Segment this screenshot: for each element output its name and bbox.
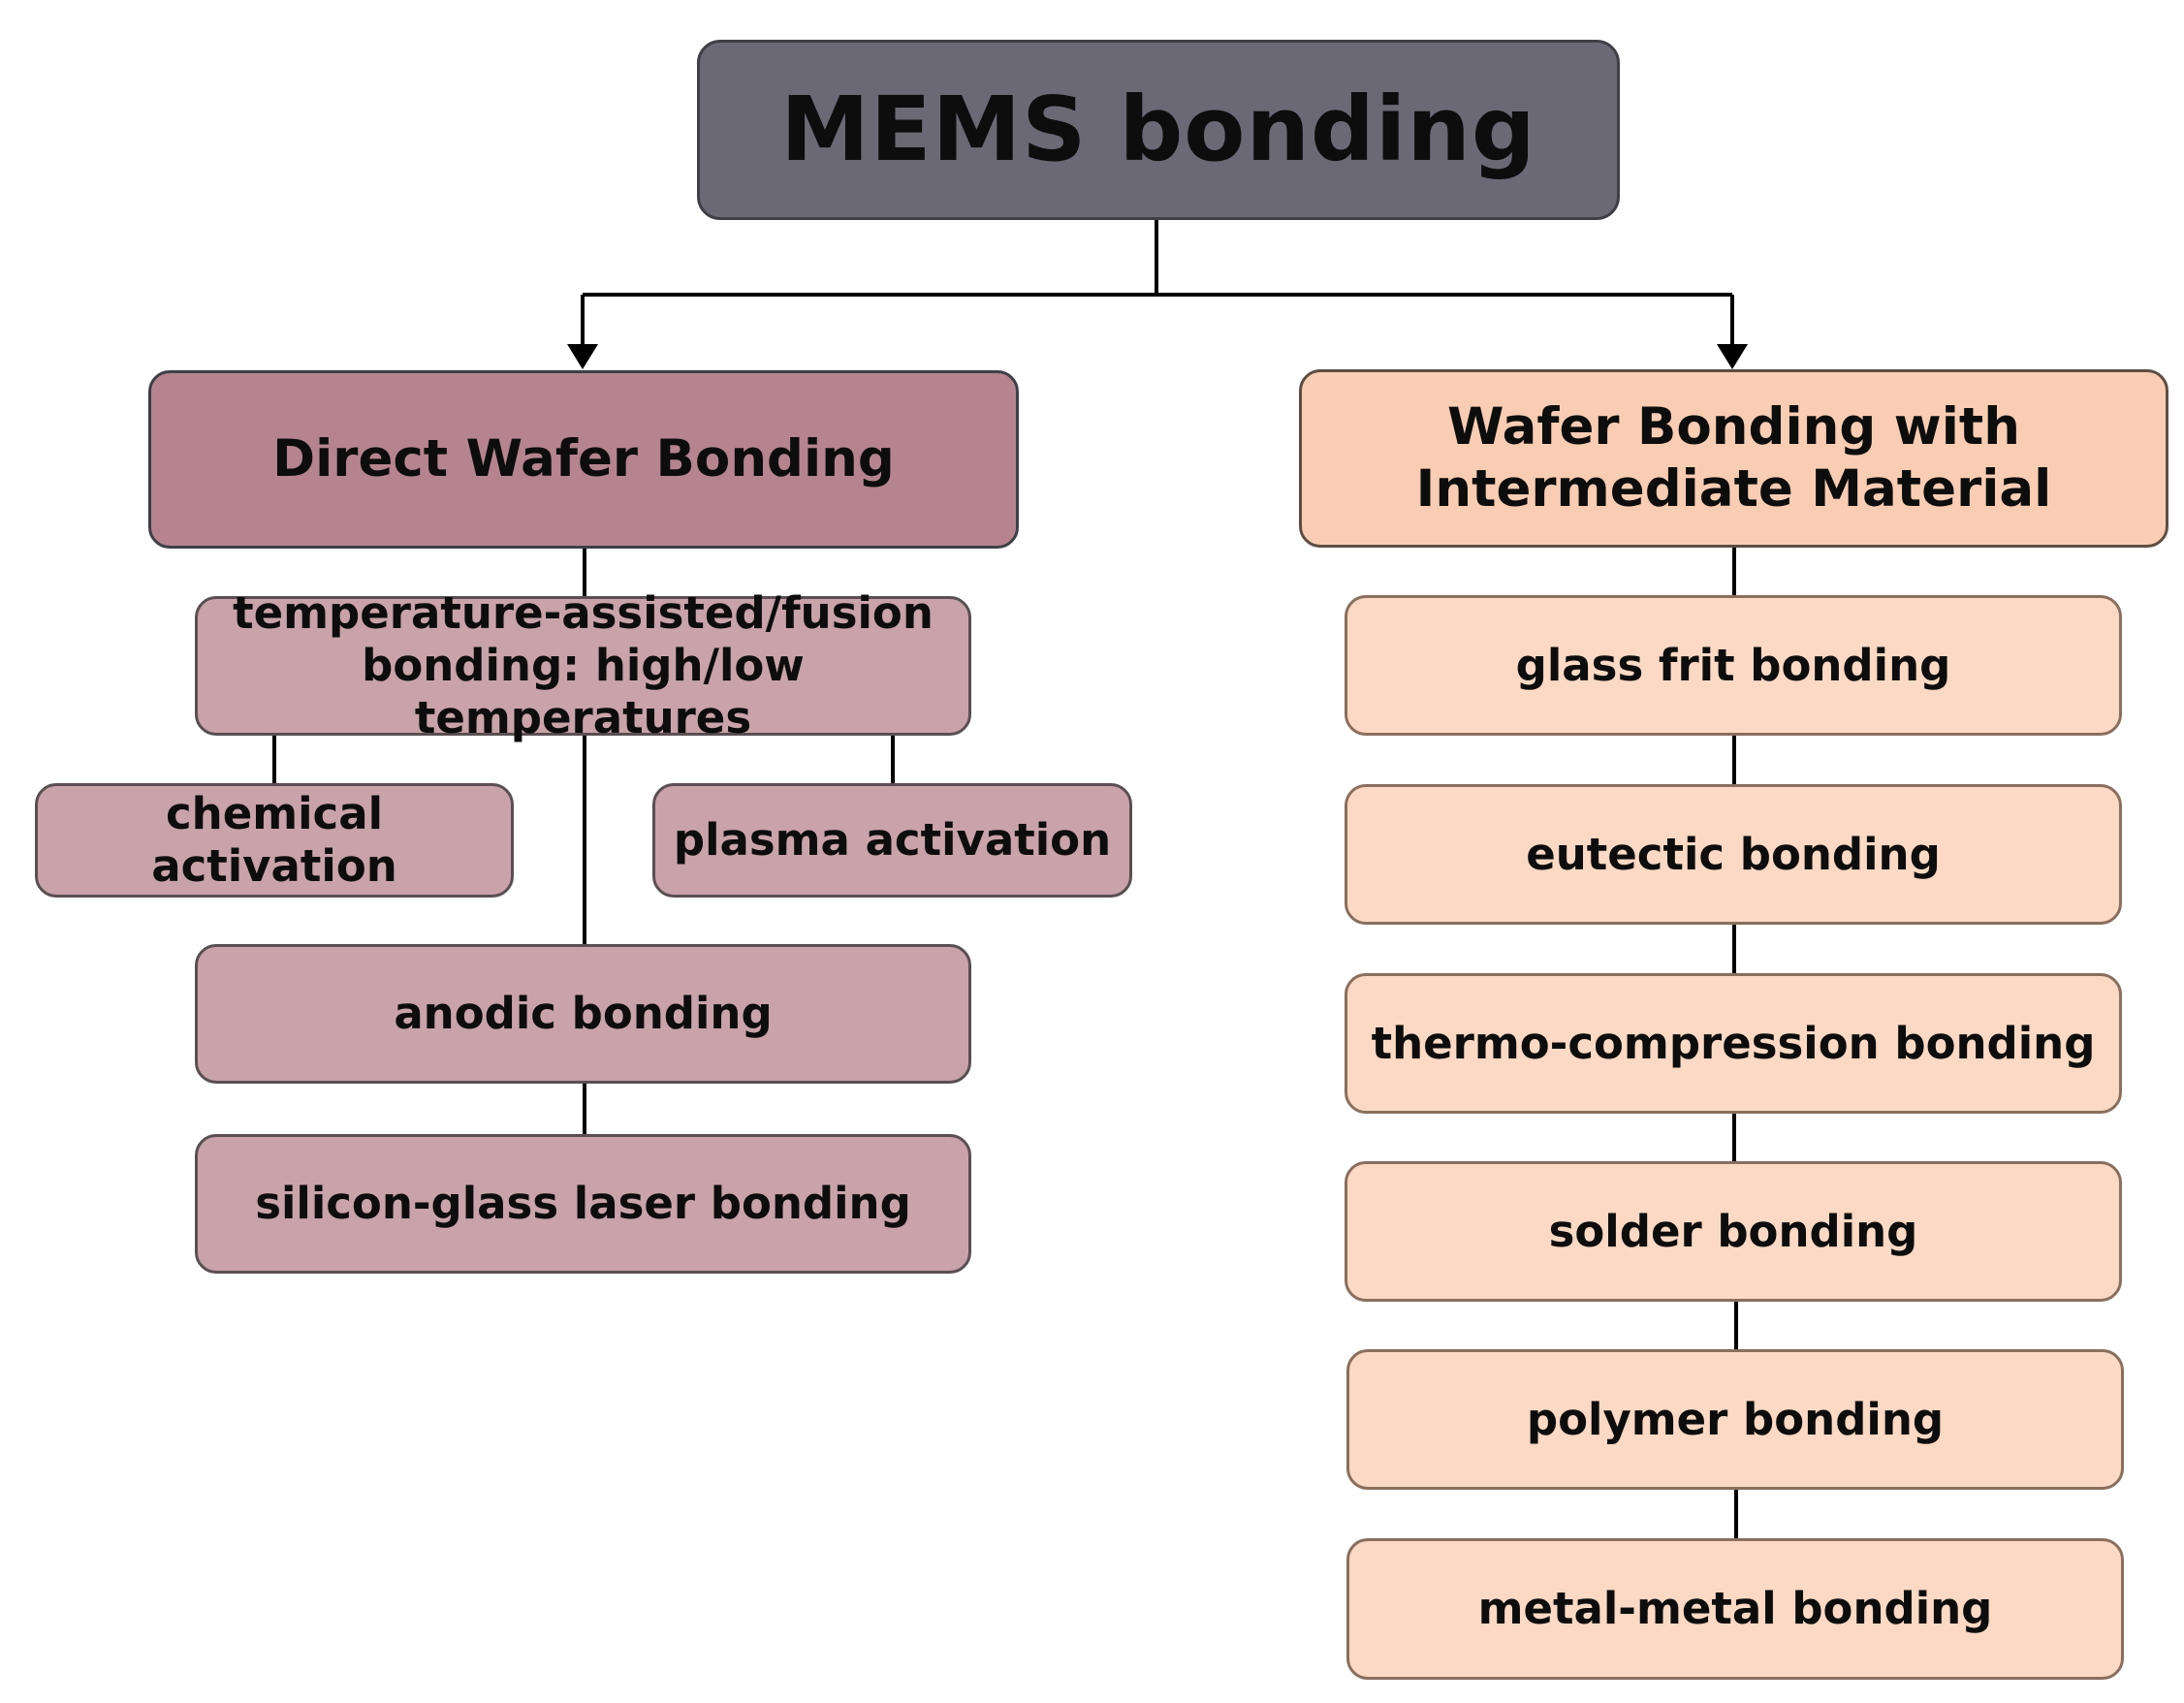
solder-bonding-node: solder bonding — [1345, 1161, 2122, 1302]
right-arrowhead — [1717, 344, 1748, 369]
intermediate-material-bonding-label: Wafer Bonding with Intermediate Material — [1415, 397, 2052, 519]
intermediate-material-bonding-node: Wafer Bonding with Intermediate Material — [1299, 369, 2168, 548]
chemical-activation-label: chemical activation — [151, 788, 397, 892]
silicon-glass-laser-bonding-node: silicon-glass laser bonding — [195, 1134, 971, 1274]
thermo-compression-bonding-label: thermo-compression bonding — [1371, 1017, 2096, 1069]
metal-metal-bonding-label: metal-metal bonding — [1477, 1583, 1993, 1634]
eutectic-bonding-label: eutectic bonding — [1526, 828, 1941, 880]
fusion-bonding-node: temperature-assisted/fusion bonding: hig… — [195, 587, 971, 743]
fusion-bonding-label: temperature-assisted/fusion bonding: hig… — [233, 587, 934, 743]
polymer-bonding-label: polymer bonding — [1526, 1393, 1945, 1445]
plasma-activation-label: plasma activation — [673, 814, 1112, 866]
thermo-compression-bonding-node: thermo-compression bonding — [1345, 973, 2122, 1114]
polymer-bonding-node: polymer bonding — [1346, 1349, 2124, 1490]
root-node: MEMS bonding — [697, 40, 1620, 220]
eutectic-bonding-node: eutectic bonding — [1345, 784, 2122, 925]
anodic-bonding-label: anodic bonding — [394, 988, 773, 1039]
direct-wafer-bonding-node: Direct Wafer Bonding — [148, 370, 1019, 549]
direct-wafer-bonding-label: Direct Wafer Bonding — [272, 429, 895, 489]
chemical-activation-node: chemical activation — [35, 783, 514, 898]
anodic-bonding-node: anodic bonding — [195, 944, 971, 1084]
plasma-activation-node: plasma activation — [652, 783, 1132, 898]
metal-metal-bonding-node: metal-metal bonding — [1346, 1538, 2124, 1680]
glass-frit-bonding-node: glass frit bonding — [1345, 595, 2122, 736]
solder-bonding-label: solder bonding — [1548, 1205, 1918, 1257]
glass-frit-bonding-label: glass frit bonding — [1515, 639, 1951, 691]
left-arrowhead — [567, 344, 598, 369]
silicon-glass-laser-bonding-label: silicon-glass laser bonding — [255, 1178, 911, 1229]
root-label: MEMS bonding — [780, 77, 1536, 181]
